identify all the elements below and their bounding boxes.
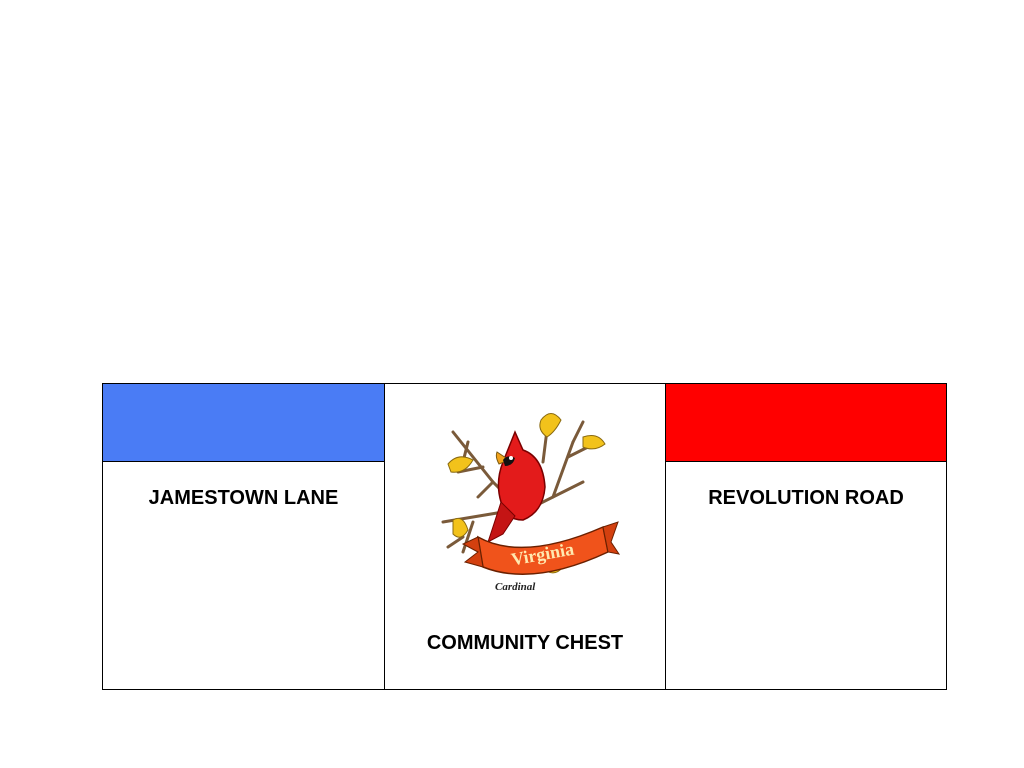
property-name: REVOLUTION ROAD (708, 487, 904, 509)
community-chest-space[interactable]: Virginia Cardinal COMMUNITY CHEST (384, 383, 666, 690)
property-name: JAMESTOWN LANE (148, 487, 339, 509)
cardinal-icon: Virginia Cardinal (441, 413, 621, 593)
logo-caption: Cardinal (495, 581, 536, 593)
property-space-revolution-road[interactable]: REVOLUTION ROAD (665, 383, 947, 690)
property-space-jamestown-lane[interactable]: JAMESTOWN LANE (102, 383, 385, 690)
game-board-row: JAMESTOWN LANE (102, 383, 947, 690)
color-band-blue (103, 384, 384, 462)
community-chest-label: COMMUNITY CHEST (426, 632, 624, 654)
color-band-red (666, 384, 946, 462)
